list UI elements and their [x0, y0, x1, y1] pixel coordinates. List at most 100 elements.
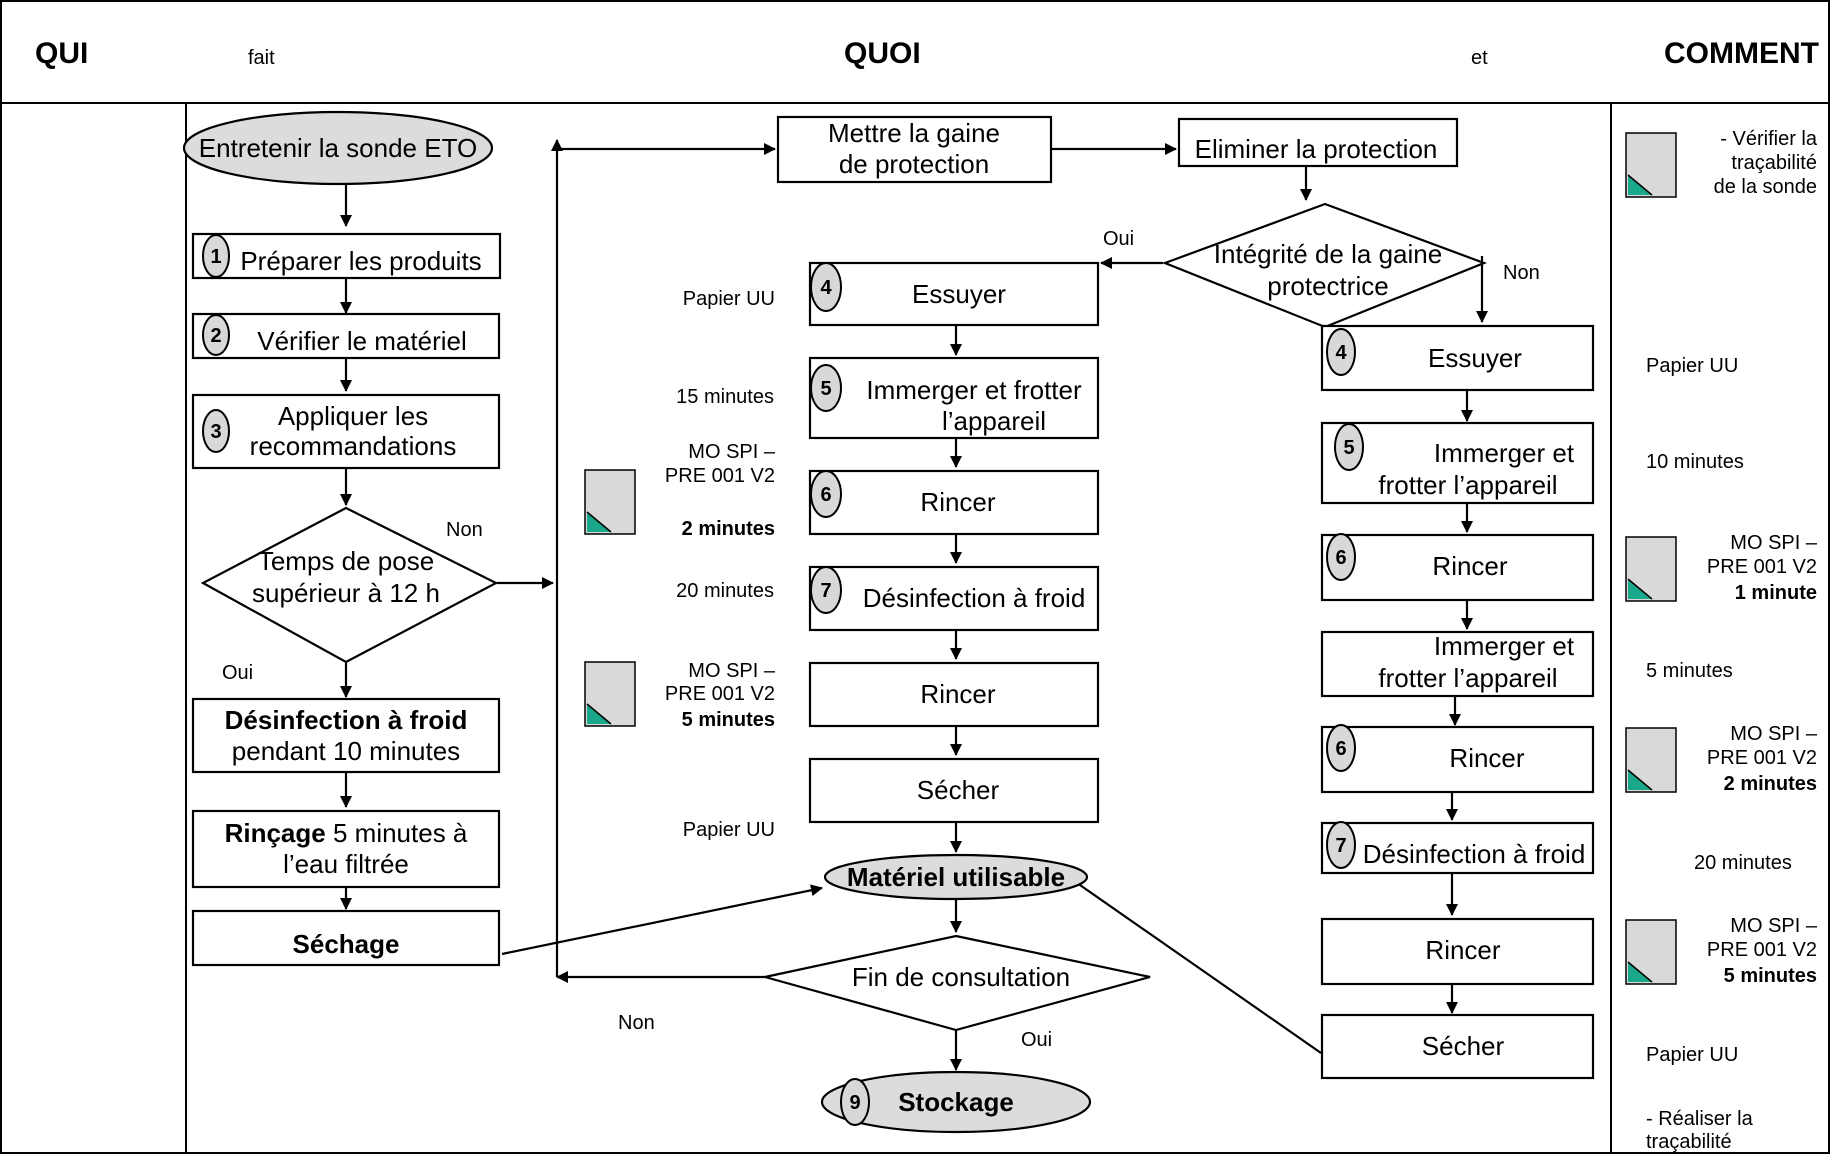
- node-start: Entretenir la sonde ETO: [182, 110, 494, 186]
- node-r-desinfection: Désinfection à froid: [1320, 821, 1595, 875]
- header-qui: QUI: [35, 37, 88, 70]
- node-rincage-label-1: Rinçage 5 minutes à: [225, 818, 468, 848]
- annotation-mo-1a: MO SPI –: [688, 441, 776, 463]
- node-m-rincer-2: Rincer: [808, 661, 1100, 728]
- node-r-rincer-2: Rincer: [1320, 725, 1595, 794]
- node-materiel-utilisable: Matériel utilisable: [823, 853, 1089, 901]
- document-icon: [584, 469, 636, 535]
- badge-9-label: 9: [849, 1092, 860, 1114]
- badge-1-label: 1: [210, 246, 221, 268]
- node-desinfection-label-1: Désinfection à froid: [225, 705, 468, 735]
- node-fin-consultation: Fin de consultation: [764, 934, 1151, 1032]
- badge-r5-label: 5: [1343, 437, 1354, 459]
- node-integrite-label-1: Intégrité de la gaine: [1214, 239, 1442, 269]
- node-rincage-label-2: l’eau filtrée: [283, 849, 409, 879]
- annotation-mo-1c: 2 minutes: [682, 518, 775, 540]
- annotation-20-minutes: 20 minutes: [676, 580, 774, 602]
- badge-r6b-label: 6: [1335, 738, 1346, 760]
- annotation-papier-uu-2: Papier UU: [683, 819, 775, 841]
- comment-realiser-2: traçabilité: [1646, 1131, 1732, 1153]
- edges: [340, 139, 1488, 1071]
- comment-verifier-1: - Vérifier la: [1720, 128, 1818, 150]
- annotation-papier-uu-1: Papier UU: [683, 288, 775, 310]
- node-r-desinfection-label: Désinfection à froid: [1363, 839, 1586, 869]
- comment-mo-2b: PRE 001 V2: [1707, 747, 1817, 769]
- comment-20-minutes: 20 minutes: [1694, 852, 1792, 874]
- header-et: et: [1471, 47, 1488, 69]
- badge-5: 5: [810, 364, 842, 412]
- node-r-immerger-2-label-1: Immerger et: [1434, 631, 1575, 661]
- badge-r4: 4: [1326, 328, 1356, 376]
- comment-papier-uu: Papier UU: [1646, 355, 1738, 377]
- document-icon: [1625, 727, 1677, 793]
- badge-r4-label: 4: [1335, 342, 1347, 364]
- comment-mo-1c: 1 minute: [1735, 582, 1817, 604]
- node-r-rincer-1: Rincer: [1320, 533, 1595, 602]
- node-r-essuyer: Essuyer: [1320, 324, 1595, 392]
- node-r-rincer-1-label: Rincer: [1432, 551, 1507, 581]
- node-m-rincer-2-label: Rincer: [920, 679, 995, 709]
- badge-7: 7: [810, 566, 842, 614]
- node-materiel-label: Matériel utilisable: [847, 862, 1065, 892]
- node-preparer: Préparer les produits: [191, 232, 502, 280]
- comment-mo-3c: 5 minutes: [1724, 965, 1817, 987]
- comment-mo-2a: MO SPI –: [1730, 723, 1818, 745]
- node-m-secher-label: Sécher: [917, 775, 1000, 805]
- node-r-secher-label: Sécher: [1422, 1031, 1505, 1061]
- node-m-essuyer: Essuyer: [808, 261, 1100, 327]
- comment-5-minutes: 5 minutes: [1646, 660, 1733, 682]
- badge-5-label: 5: [820, 378, 831, 400]
- document-icon: [1625, 919, 1677, 985]
- node-sechage: Séchage: [191, 909, 501, 967]
- node-m-immerger-label-2: l’appareil: [942, 406, 1046, 436]
- node-m-essuyer-label: Essuyer: [912, 279, 1006, 309]
- label-non-fin: Non: [618, 1012, 655, 1034]
- node-appliquer-label-2: recommandations: [250, 431, 457, 461]
- node-r-secher: Sécher: [1320, 1013, 1595, 1080]
- node-fin-label: Fin de consultation: [852, 962, 1070, 992]
- node-r-essuyer-label: Essuyer: [1428, 343, 1522, 373]
- badge-r6b: 6: [1326, 724, 1356, 772]
- comment-mo-3b: PRE 001 V2: [1707, 939, 1817, 961]
- node-eliminer: Eliminer la protection: [1177, 117, 1459, 168]
- badge-3: 3: [202, 409, 230, 453]
- node-integrite: Intégrité de la gaine protectrice: [1161, 202, 1488, 329]
- comment-mo-3a: MO SPI –: [1730, 915, 1818, 937]
- comment-mo-1b: PRE 001 V2: [1707, 556, 1817, 578]
- node-m-rincer-1-label: Rincer: [920, 487, 995, 517]
- label-oui-integrite: Oui: [1103, 228, 1134, 250]
- annotation-mo-2c: 5 minutes: [682, 709, 775, 731]
- header-comment: COMMENT: [1664, 37, 1819, 70]
- label-oui-fin: Oui: [1021, 1029, 1052, 1051]
- comment-mo-2c: 2 minutes: [1724, 773, 1817, 795]
- node-gaine-label-1: Mettre la gaine: [828, 118, 1000, 148]
- badge-r5: 5: [1334, 423, 1364, 471]
- badge-r6a: 6: [1326, 533, 1356, 581]
- badge-4-label: 4: [820, 277, 832, 299]
- badge-1: 1: [202, 234, 230, 278]
- node-integrite-label-2: protectrice: [1267, 271, 1388, 301]
- node-r-immerger-1: Immerger et frotter l’appareil: [1320, 421, 1595, 505]
- header-quoi: QUOI: [844, 37, 921, 70]
- badge-6: 6: [810, 470, 842, 518]
- node-m-desinfection: Désinfection à froid: [808, 565, 1100, 632]
- node-stockage: Stockage: [820, 1070, 1092, 1134]
- label-non-temps: Non: [446, 519, 483, 541]
- node-preparer-label: Préparer les produits: [240, 246, 481, 276]
- annotation-mo-2b: PRE 001 V2: [665, 683, 775, 705]
- label-non-integrite: Non: [1503, 262, 1540, 284]
- node-temps-de-pose: Temps de pose supérieur à 12 h: [200, 506, 499, 664]
- header-fait: fait: [248, 47, 275, 69]
- annotation-15-minutes: 15 minutes: [676, 386, 774, 408]
- badge-r7-label: 7: [1335, 835, 1346, 857]
- comment-verifier-3: de la sonde: [1714, 176, 1817, 198]
- node-desinfection-label-2: pendant 10 minutes: [232, 736, 460, 766]
- badge-r7: 7: [1326, 821, 1356, 869]
- badge-2-label: 2: [210, 325, 221, 347]
- node-gaine-label-2: de protection: [839, 149, 989, 179]
- comment-mo-1a: MO SPI –: [1730, 532, 1818, 554]
- comment-papier-uu-2: Papier UU: [1646, 1044, 1738, 1066]
- badge-9: 9: [840, 1078, 870, 1126]
